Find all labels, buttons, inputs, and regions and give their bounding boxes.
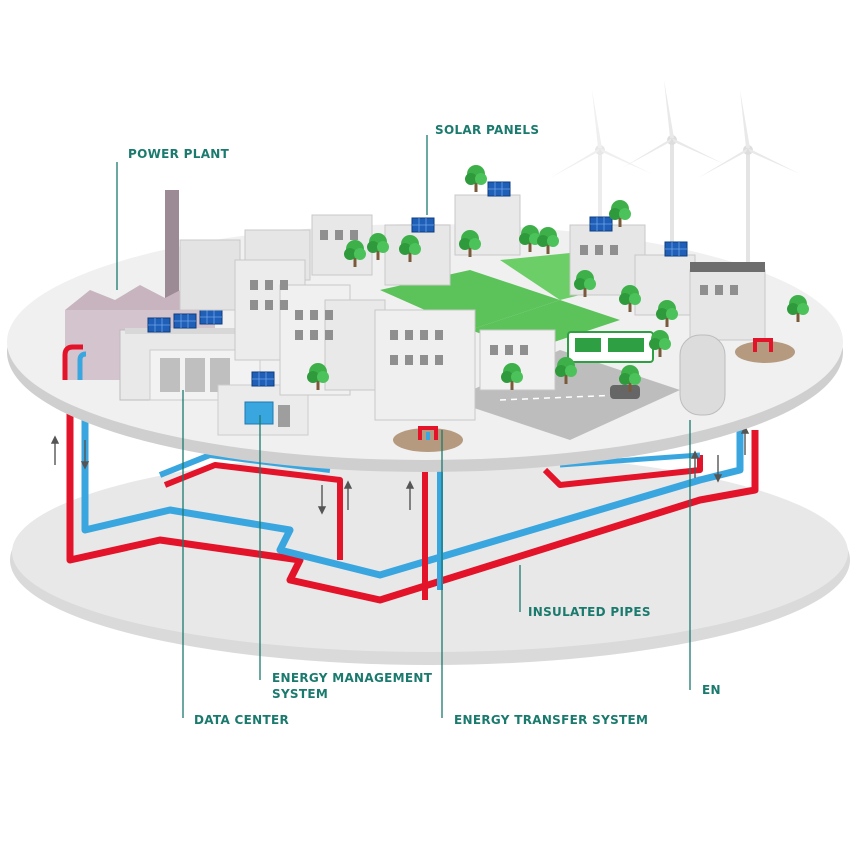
heat-exchanger-icon xyxy=(62,338,795,452)
label-data-center: DATA CENTER xyxy=(194,712,289,728)
label-insulated-pipes: INSULATED PIPES xyxy=(528,604,651,620)
label-solar-panels: SOLAR PANELS xyxy=(435,122,539,138)
flow-arrows xyxy=(50,425,750,515)
car-icon xyxy=(610,385,640,399)
apartment-buildings xyxy=(179,194,766,421)
label-energy-management: ENERGY MANAGEMENT SYSTEM xyxy=(272,670,432,702)
energy-management-label-line1: ENERGY MANAGEMENT xyxy=(272,671,433,685)
label-power-plant: POWER PLANT xyxy=(128,146,229,162)
energy-management-label-line2: SYSTEM xyxy=(272,687,329,701)
power-plant-label: POWER PLANT xyxy=(128,147,230,161)
label-truncated: EN xyxy=(702,682,721,698)
label-energy-transfer: ENERGY TRANSFER SYSTEM xyxy=(454,712,648,728)
building-windows xyxy=(250,230,738,365)
energy-transfer-system-label: ENERGY TRANSFER SYSTEM xyxy=(454,713,649,727)
solar-panels-label: SOLAR PANELS xyxy=(435,123,540,137)
insulated-pipes-label: INSULATED PIPES xyxy=(528,605,651,619)
leader-lines xyxy=(116,135,691,718)
insulated-pipes-network xyxy=(66,400,759,604)
data-center-label: DATA CENTER xyxy=(194,713,290,727)
bus-icon xyxy=(567,331,654,363)
truncated-label: EN xyxy=(702,683,721,697)
